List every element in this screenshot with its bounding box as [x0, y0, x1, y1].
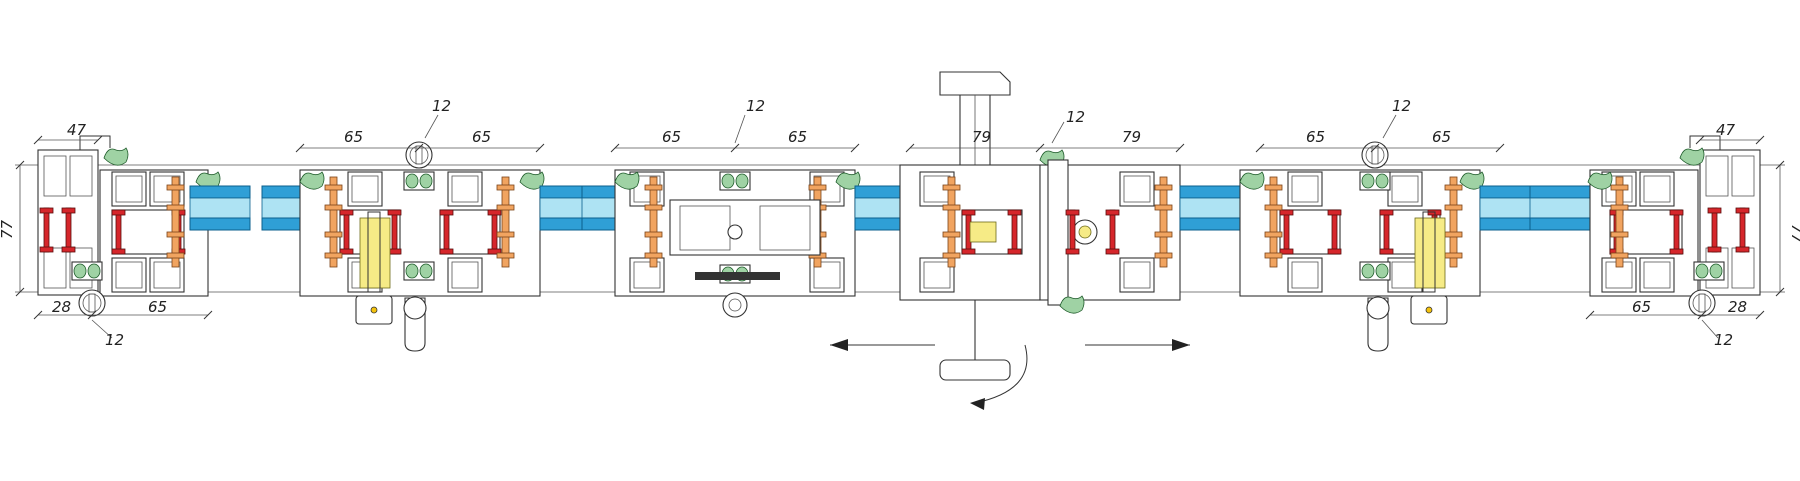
- dim-left-bottom-right: 65: [148, 298, 167, 316]
- dim-right-bottom-left: 65: [1632, 298, 1651, 316]
- dim-mid3-left: 65: [1306, 128, 1325, 146]
- dim-left-height: 77: [0, 219, 16, 239]
- dim-mid3-right: 65: [1432, 128, 1451, 146]
- dimension-labels: 47 77 28 65 12 65 65 12 65 65 12 79 79 1…: [0, 97, 1800, 349]
- slide-left-arrow: [830, 339, 935, 351]
- dim-left-hinge: 12: [105, 331, 124, 349]
- module-2-section: [614, 169, 861, 318]
- dim-right-bottom-right: 28: [1728, 298, 1747, 316]
- dim-right-height: 77: [1788, 224, 1800, 244]
- dim-center-hinge: 12: [1066, 108, 1085, 126]
- right-outer-frame-section: [1587, 135, 1761, 317]
- dim-center-right: 79: [1122, 128, 1141, 146]
- slide-right-arrow: [1085, 339, 1190, 351]
- dim-center-left: 79: [972, 128, 991, 146]
- dim-mid2-left: 65: [662, 128, 681, 146]
- dim-mid1-hinge: 12: [432, 97, 451, 115]
- dim-mid1-right: 65: [472, 128, 491, 146]
- dim-mid2-right: 65: [788, 128, 807, 146]
- module-1-section: [299, 141, 545, 352]
- dim-right-frame-top: 47: [1716, 121, 1736, 139]
- dim-mid2-hinge: 12: [746, 97, 765, 115]
- dimension-lines: [15, 114, 1785, 339]
- dim-left-frame-top: 47: [67, 121, 87, 139]
- dim-mid3-hinge: 12: [1392, 97, 1411, 115]
- center-section: [899, 71, 1181, 410]
- dim-right-hinge: 12: [1714, 331, 1733, 349]
- module-3-section: [1239, 141, 1485, 352]
- dim-left-bottom-left: 28: [52, 298, 71, 316]
- dim-mid1-left: 65: [344, 128, 363, 146]
